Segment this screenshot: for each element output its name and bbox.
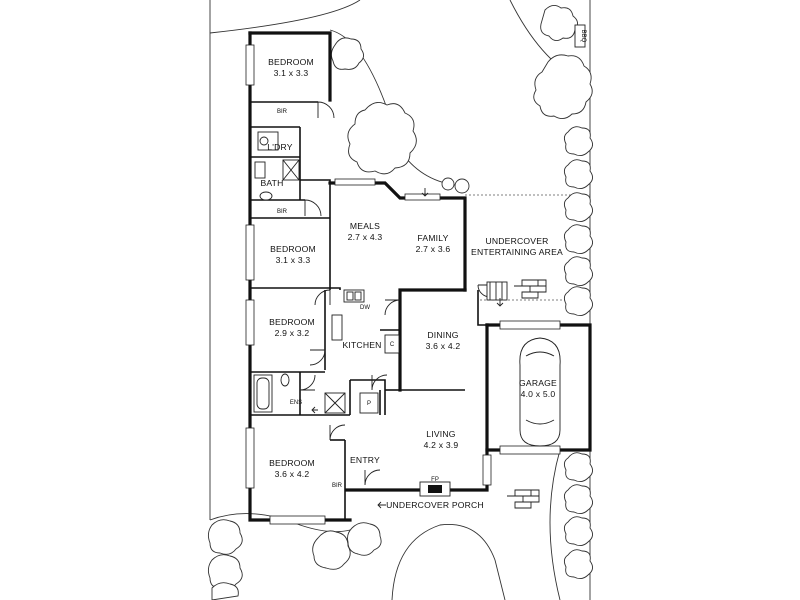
bbq-label: BBQ	[580, 30, 586, 43]
living-size: 4.2 x 3.9	[424, 440, 459, 450]
interior-walls	[249, 101, 487, 520]
kitchen-sink-bowl	[346, 291, 354, 301]
fixtures	[253, 24, 586, 497]
tree-icon	[454, 178, 470, 194]
bath-label: BATH	[260, 178, 283, 188]
entry-label: ENTRY	[350, 455, 380, 465]
doors	[299, 101, 491, 486]
laundry-label: L'DRY	[267, 142, 292, 152]
exterior-walls	[248, 31, 592, 522]
bedroom-4-size: 3.6 x 4.2	[275, 469, 310, 479]
fireplace-label: FP	[431, 477, 439, 483]
tree-icon	[563, 516, 593, 547]
tree-icon	[563, 224, 593, 255]
door	[299, 374, 316, 391]
arrow-icon	[377, 501, 386, 509]
door	[329, 424, 346, 441]
bedroom-4-label: BEDROOM	[269, 458, 315, 468]
family-size: 2.7 x 3.6	[416, 244, 451, 254]
cupboard-box	[384, 334, 400, 354]
tree-icon	[563, 159, 593, 190]
door	[384, 299, 401, 316]
paving	[507, 279, 547, 509]
trees	[207, 5, 593, 600]
dishwasher-label: DW	[360, 305, 370, 311]
kitchen-sink-bowl	[354, 291, 362, 301]
tree-icon	[563, 256, 593, 287]
tree-icon	[207, 519, 243, 555]
family-label: FAMILY	[417, 233, 448, 243]
door	[317, 101, 335, 119]
bedroom-2-size: 3.1 x 3.3	[276, 255, 311, 265]
tree-icon	[563, 549, 593, 580]
bedroom-3-label: BEDROOM	[269, 317, 315, 327]
pantry-box	[359, 392, 379, 414]
bbq-box	[574, 24, 586, 48]
cooktop	[331, 314, 343, 341]
bedroom-3-size: 2.9 x 3.2	[275, 328, 310, 338]
door	[364, 469, 381, 486]
kitchen-label: KITCHEN	[342, 340, 381, 350]
entertaining-label-1: UNDERCOVER	[485, 236, 548, 246]
bath-tub-inner	[256, 377, 270, 410]
tree-icon	[347, 101, 417, 175]
tree-icon	[563, 126, 593, 157]
windows	[245, 44, 561, 525]
tree-icon	[563, 484, 593, 515]
bedroom-1-size: 3.1 x 3.3	[274, 68, 309, 78]
door	[314, 289, 331, 306]
entertaining-label-2: ENTERTAINING AREA	[471, 247, 563, 257]
ensuite-label: ENS	[290, 400, 302, 406]
bir-1-label: BIR	[277, 109, 288, 115]
tree-icon	[347, 522, 382, 556]
dining-size: 3.6 x 4.2	[426, 341, 461, 351]
door	[304, 199, 322, 217]
labels: BEDROOM 3.1 x 3.3 BIR L'DRY BATH BIR BED…	[260, 30, 586, 510]
pantry-label: P	[367, 401, 371, 407]
tree-icon	[211, 582, 239, 600]
laundry-sink-icon	[259, 136, 269, 146]
tree-icon	[441, 177, 455, 191]
porch-label: UNDERCOVER PORCH	[386, 500, 484, 510]
dining-label: DINING	[427, 330, 458, 340]
tree-icon	[533, 54, 593, 119]
arrow-icon	[421, 188, 429, 197]
tree-icon	[563, 452, 593, 483]
tree-icon	[563, 192, 593, 223]
car-icon	[519, 337, 561, 447]
tree-icon	[330, 37, 364, 70]
meals-size: 2.7 x 4.3	[348, 232, 383, 242]
garage-size: 4.0 x 5.0	[521, 389, 556, 399]
bedroom-1-label: BEDROOM	[268, 57, 314, 67]
tree-icon	[312, 530, 351, 570]
tree-icon	[207, 554, 243, 590]
arrow-icon	[311, 406, 318, 414]
bir-2-label: BIR	[277, 209, 288, 215]
garage-label: GARAGE	[519, 378, 557, 388]
cupboard-label: C	[390, 342, 395, 348]
arrow-icon	[496, 298, 504, 307]
vanity	[254, 161, 266, 179]
toilet-icon	[280, 373, 290, 387]
living-label: LIVING	[426, 429, 455, 439]
tree-icon	[540, 5, 578, 41]
tree-icon	[563, 286, 593, 317]
bir-3-label: BIR	[332, 483, 343, 489]
bedroom-2-label: BEDROOM	[270, 244, 316, 254]
toilet-icon	[259, 191, 273, 201]
meals-label: MEALS	[350, 221, 380, 231]
door	[371, 374, 388, 391]
door	[309, 349, 326, 366]
arrows	[311, 188, 504, 509]
